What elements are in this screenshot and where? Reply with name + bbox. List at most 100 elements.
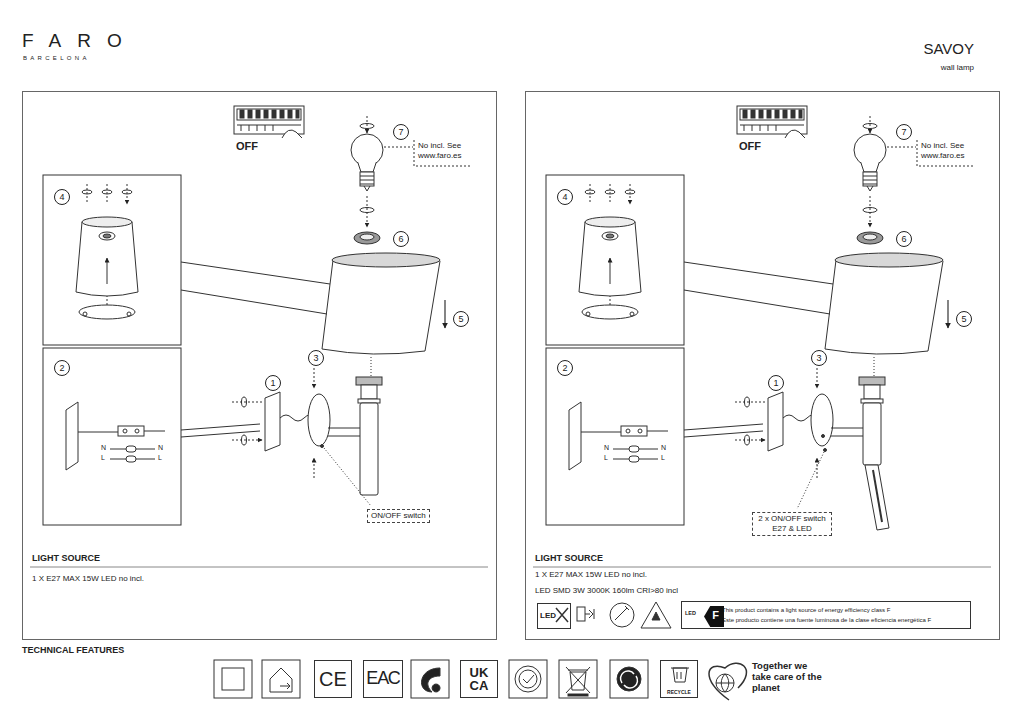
eco-slogan: Together we take care of the planet — [752, 661, 826, 694]
power-off-note: OFF — [236, 140, 258, 153]
instruction-panel: LIGHT SOURCE 1 X E27 MAX 15W LED no incl.… — [525, 91, 1000, 640]
product-type: wall lamp — [941, 63, 974, 73]
text-slot: N — [101, 444, 106, 452]
node-text: F — [704, 606, 724, 625]
node-text: 3 — [313, 354, 318, 363]
callout-number: 5 — [453, 311, 469, 327]
text-slot: No incl. See www.faro.es — [418, 141, 474, 161]
node-text: 2 x ON/OFF switch E27 & LED — [756, 514, 828, 534]
wire-label: L — [158, 454, 162, 462]
node-text: 4 — [59, 193, 64, 202]
wire-label: L — [661, 454, 665, 462]
text-slot: 1 X E27 MAX 15W LED no incl. — [535, 570, 647, 580]
text-slot: L — [661, 454, 665, 462]
node-text: 6 — [398, 235, 403, 244]
text-slot: Este producto contiene una fuente lumino… — [722, 617, 931, 624]
node-text: LIGHT SOURCE — [535, 553, 603, 564]
node-text: 5 — [961, 315, 966, 324]
text-slot: BARCELONA — [23, 55, 90, 62]
callout-number: 5 — [956, 311, 972, 327]
callout-number: 1 — [265, 375, 281, 391]
node-text: 7 — [398, 128, 403, 137]
node-text: 1 — [270, 379, 275, 388]
text-slot: FARO — [22, 30, 138, 53]
energy-class-arrow: F — [704, 606, 724, 627]
node-text: ЕАС — [366, 668, 400, 690]
wire-label: N — [604, 444, 609, 452]
node-text: 3 — [816, 354, 821, 363]
text-slot: L — [158, 454, 162, 462]
certification-mark: UK CA — [460, 660, 498, 698]
energy-label: This product contains a light source of … — [681, 601, 971, 629]
energy-badge-text: LED — [685, 610, 696, 617]
text-slot: TECHNICAL FEATURES — [22, 645, 124, 656]
node-text: RECYCLE — [667, 689, 691, 695]
text-slot: This product contains a light source of … — [722, 607, 890, 614]
callout-number: 4 — [557, 189, 573, 205]
callout-number: 2 — [54, 360, 70, 376]
wire-label: N — [661, 444, 666, 452]
led-icon: LED — [537, 603, 571, 629]
node-text: 1 X E27 MAX 15W LED no incl. — [535, 570, 647, 580]
text-slot: OFF — [236, 140, 258, 153]
brand-subtitle: BARCELONA — [23, 55, 90, 62]
node-text: UK CA — [466, 666, 492, 692]
callout-number: 1 — [768, 375, 784, 391]
lamp-body-right — [797, 403, 889, 530]
wire-label: N — [101, 444, 106, 452]
text-slot: LIGHT SOURCE — [535, 553, 603, 564]
recycle-icon: RECYCLE — [660, 660, 698, 698]
section-heading: TECHNICAL FEATURES — [22, 645, 124, 656]
text-slot: OFF — [739, 140, 761, 153]
product-title: SAVOY — [923, 40, 974, 58]
callout-number: 6 — [896, 231, 912, 247]
text-slot: No incl. See www.faro.es — [921, 141, 977, 161]
node-text: 4 — [562, 193, 567, 202]
wire-label: L — [101, 454, 105, 462]
callout-number: 6 — [393, 231, 409, 247]
text-slot: L — [101, 454, 105, 462]
text-slot: LED SMD 3W 3000K 160lm CRI>80 incl — [535, 586, 678, 596]
bulb-note: No incl. See www.faro.es — [921, 141, 977, 161]
bulb-note: No incl. See www.faro.es — [418, 141, 474, 161]
instruction-panel: LIGHT SOURCE 1 X E27 MAX 15W LED no incl.… — [22, 91, 497, 640]
text-slot: N — [158, 444, 163, 452]
callout-number: 4 — [54, 189, 70, 205]
node-text: ON/OFF switch — [371, 511, 426, 521]
node-text: 7 — [901, 128, 906, 137]
node-text: Este producto contiene una fuente lumino… — [722, 617, 931, 624]
node-text: LIGHT SOURCE — [32, 553, 100, 564]
technical-icons — [214, 660, 746, 700]
node-text: 6 — [901, 235, 906, 244]
text-slot: N — [604, 444, 609, 452]
node-text: CE — [319, 667, 347, 691]
text-slot: SAVOY — [923, 40, 974, 58]
wire-label: N — [158, 444, 163, 452]
node-text: 2 — [562, 364, 567, 373]
callout-number: 2 — [557, 360, 573, 376]
callout-number: 7 — [896, 124, 912, 140]
node-text: 1 X E27 MAX 15W LED no incl. — [32, 574, 144, 584]
text-slot: wall lamp — [941, 63, 974, 73]
lamp-body-left — [321, 403, 379, 506]
text-slot: LED — [685, 610, 696, 617]
brand-logo: FARO — [22, 30, 138, 53]
text-slot: L — [604, 454, 608, 462]
node-text: 2 — [59, 364, 64, 373]
power-off-note: OFF — [739, 140, 761, 153]
callout-number: 3 — [308, 350, 324, 366]
node-text: LED SMD 3W 3000K 160lm CRI>80 incl — [535, 586, 678, 596]
certification-mark: ЕАС — [363, 660, 403, 698]
text-slot: Together we take care of the planet — [752, 661, 826, 694]
wire-label: L — [604, 454, 608, 462]
certification-mark: CE — [314, 660, 352, 698]
text-slot: LIGHT SOURCE — [32, 553, 100, 564]
node-text: 1 — [773, 379, 778, 388]
text-slot: 1 X E27 MAX 15W LED no incl. — [32, 574, 144, 584]
text-slot: N — [661, 444, 666, 452]
node-text: 5 — [458, 315, 463, 324]
node-text: LED — [540, 611, 556, 621]
callout-number: 7 — [393, 124, 409, 140]
switch-note: 2 x ON/OFF switch E27 & LED — [752, 512, 832, 536]
